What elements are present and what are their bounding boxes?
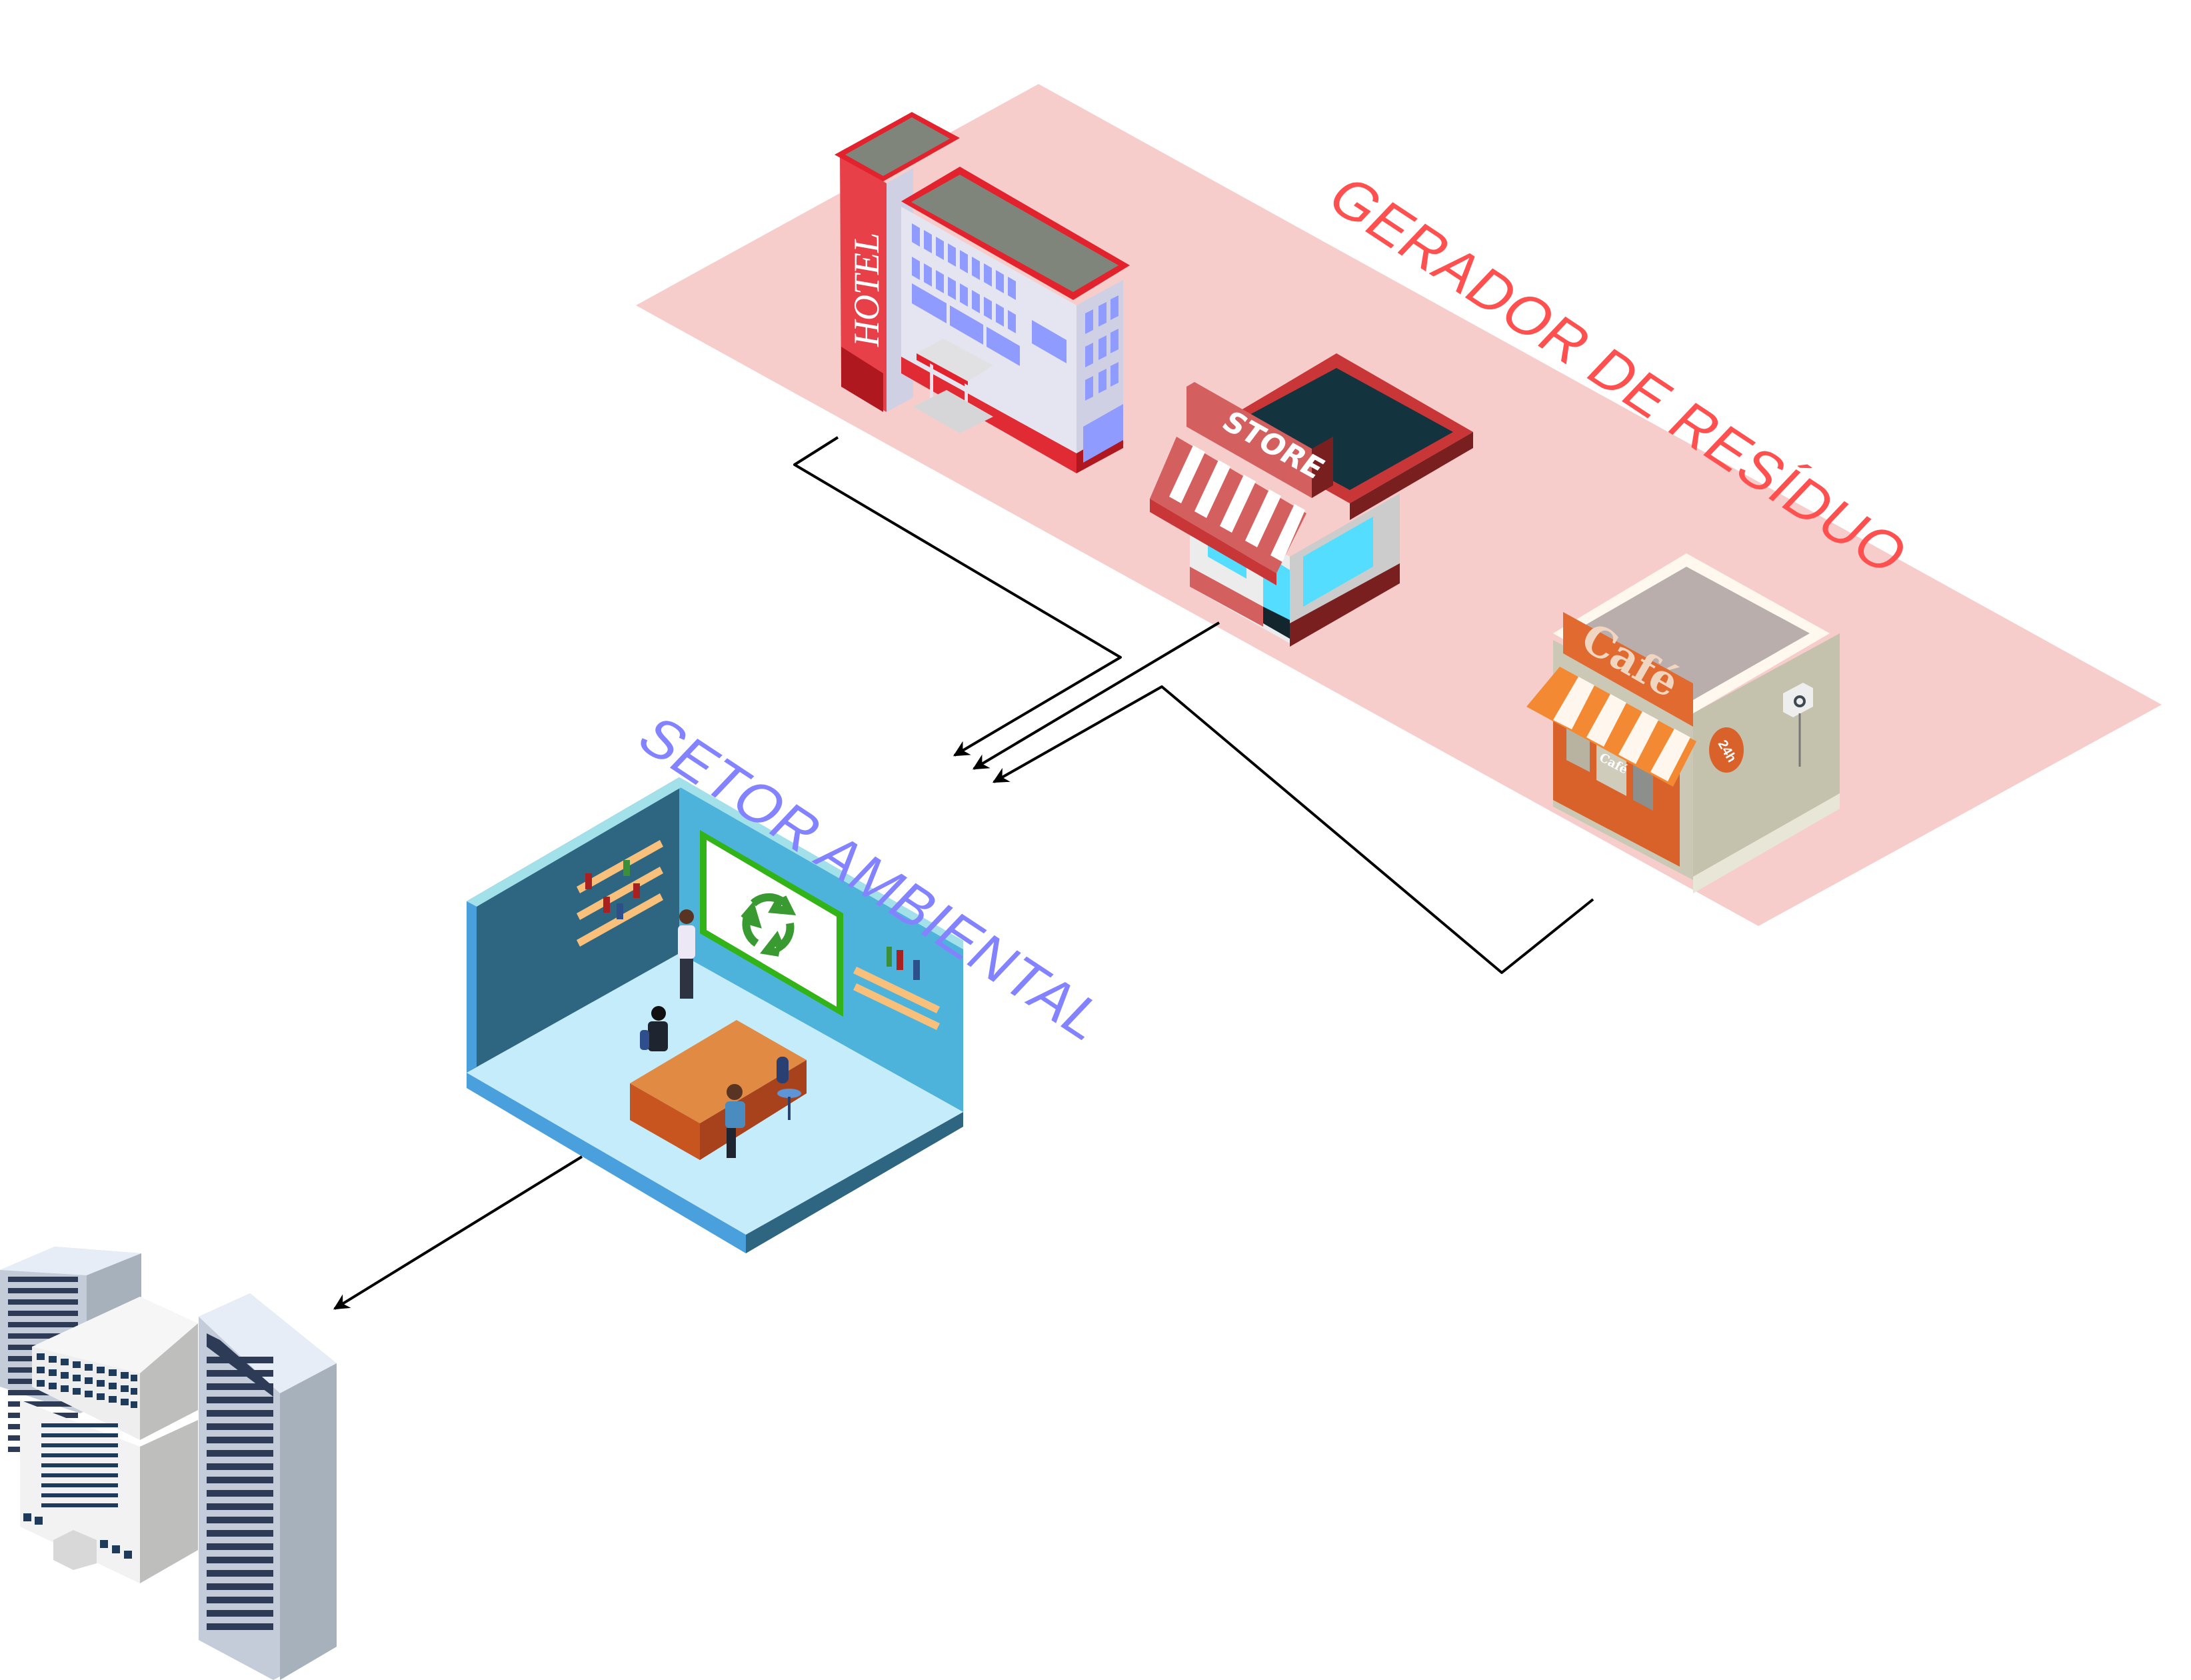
connector-hotel-to-sector[interactable]	[793, 436, 1122, 757]
hotel-building[interactable]: HOTEL	[835, 112, 1130, 473]
environmental-office[interactable]	[467, 777, 963, 1253]
person-seated-left	[640, 1006, 668, 1051]
person-standing	[678, 909, 695, 999]
person-seated-right	[725, 1084, 745, 1158]
office-towers[interactable]	[0, 1247, 337, 1680]
connector-sector-to-destination[interactable]	[333, 1155, 583, 1310]
office-chair	[777, 1057, 801, 1120]
connector-store-to-sector[interactable]	[972, 621, 1220, 770]
store-building[interactable]: STORE	[1150, 353, 1473, 647]
cafe-building[interactable]: Café Café 24h	[1526, 553, 1840, 893]
hotel-sign-text: HOTEL	[847, 233, 887, 347]
recycle-icon	[741, 893, 797, 957]
connector-cafe-to-sector[interactable]	[992, 685, 1594, 974]
